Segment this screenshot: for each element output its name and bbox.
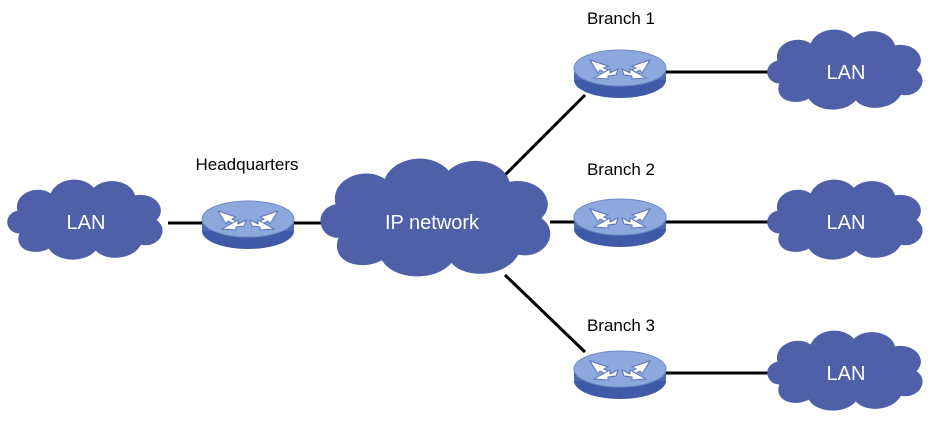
branch1-lan-label: LAN xyxy=(827,62,866,84)
branch2-label: Branch 2 xyxy=(587,160,655,179)
branch3-label: Branch 3 xyxy=(587,316,655,335)
headquarters-label: Headquarters xyxy=(195,155,298,174)
branch1-label: Branch 1 xyxy=(587,9,655,28)
link-ip-network-to-branch1 xyxy=(503,93,587,177)
branch3-lan-label: LAN xyxy=(827,363,866,385)
branch2-router-icon xyxy=(573,198,667,248)
branch1-router-icon xyxy=(573,49,667,99)
hq-lan-label: LAN xyxy=(67,212,106,234)
branch2-lan-label: LAN xyxy=(827,212,866,234)
connections xyxy=(168,70,770,375)
branch3-router-icon xyxy=(573,350,667,400)
link-ip-network-to-branch3 xyxy=(503,273,587,354)
ip-network-label: IP network xyxy=(385,212,480,234)
headquarters-router-icon xyxy=(201,200,295,250)
